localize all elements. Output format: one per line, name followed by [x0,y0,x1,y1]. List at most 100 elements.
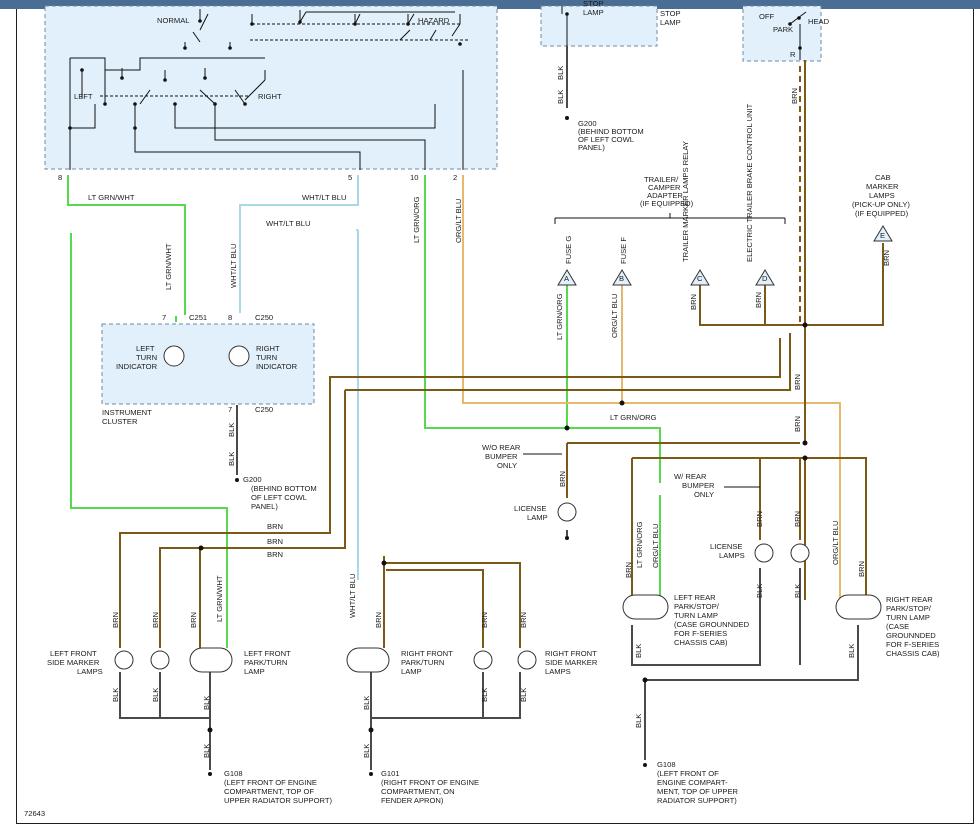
label-lfp-b: PARK/TURN [244,658,287,667]
label-cab-e: (IF EQUIPPED) [855,209,909,218]
label-trailer-b: CAMPER [648,183,681,192]
label-rr-b: PARK/STOP/ [886,604,932,613]
vlabel-brn-rfs1: BRN [480,612,489,628]
vlabel-whtltblu: WHT/LT BLU [229,244,238,288]
brn-trailer-wires [699,60,884,443]
label-right: RIGHT [258,92,282,101]
label-brn-2: BRN [267,537,283,546]
label-lics-a: LICENSE [710,542,743,551]
vlabel-brn-lr: BRN [624,562,633,578]
label-wo-c: ONLY [497,461,517,470]
vlabel-fuse-f: FUSE F [619,237,628,264]
vlabel-blk-lics2: BLK [793,584,802,598]
vlabel-brn-lic: BRN [558,471,567,487]
label-lfs-b: SIDE MARKER [47,658,100,667]
lamp-symbols [114,345,882,673]
label-brn-1: BRN [267,522,283,531]
label-rfp-a: RIGHT FRONT [401,649,453,658]
vlabel-ltgrnwht-lfp: LT GRN/WHT [215,575,224,622]
vlabel-brn-lics1: BRN [755,511,764,527]
label-rr-c: TURN LAMP [886,613,930,622]
diagram-frame [16,9,974,824]
pointer-arrows [523,453,760,488]
label-g200b-a: G200 [243,475,262,484]
label-conn-b: B [619,274,624,283]
label-conn-d: D [762,274,768,283]
label-g108-b: (LEFT FRONT OF ENGINE [224,778,317,787]
label-g101-c: COMPARTMENT, ON [381,787,455,796]
vlabel-brn-rfp: BRN [374,612,383,628]
label-lti-c: INDICATOR [116,362,158,371]
ground-symbols [208,116,647,776]
headlamp-switch-box [742,5,822,62]
label-pin8: 8 [58,173,62,182]
vertical-labels: LT GRN/WHT WHT/LT BLU LT GRN/ORG ORG/LT … [111,66,891,758]
label-lic-a: LICENSE [514,504,547,513]
label-rr-d: (CASE [886,622,909,631]
label-g101-d: FENDER APRON) [381,796,444,805]
label-ic-a: INSTRUMENT [102,408,152,417]
vlabel-blk-lics1: BLK [755,584,764,598]
label-lics-b: LAMPS [719,551,745,560]
label-left: LEFT [74,92,93,101]
label-lr-d: (CASE GROUNNDED [674,620,750,629]
vlabel-blk-ic1: BLK [227,423,236,437]
label-lti-a: LEFT [136,344,155,353]
vlabel-brn-rfs2: BRN [519,612,528,628]
window-title-bar [0,0,980,9]
vlabel-blk-rf3: BLK [480,688,489,702]
label-g200-c: OF LEFT COWL [578,135,634,144]
label-rr-f: FOR F-SERIES [886,640,939,649]
blk-ground-wires [119,46,859,770]
stop-head-switch-contacts [561,6,807,60]
junction-dots [198,322,808,733]
label-g101-a: G101 [381,769,400,778]
label-r: R [790,50,796,59]
vlabel-orgltblu-b: ORG/LT BLU [610,294,619,338]
vlabel-brn-mid1: BRN [793,374,802,390]
vlabel-blk-rr: BLK [847,644,856,658]
vlabel-blk-lf4: BLK [202,744,211,758]
label-lr-b: PARK/STOP/ [674,602,720,611]
label-lr-f: CHASSIS CAB) [674,638,728,647]
instrument-cluster-box [101,323,315,405]
label-g101-b: (RIGHT FRONT OF ENGINE [381,778,479,787]
switch-dots [68,12,802,130]
label-w-c: ONLY [694,490,714,499]
label-g200b-c: OF LEFT COWL [251,493,307,502]
label-lti-b: TURN [136,353,157,362]
label-ltgrnwht: LT GRN/WHT [88,193,135,202]
vlabel-brn-top: BRN [790,88,799,104]
label-lr-e: FOR F-SERIES [674,629,727,638]
label-rti-b: TURN [256,353,277,362]
vlabel-fuse-g: FUSE G [564,236,573,264]
label-pin5: 5 [348,173,352,182]
label-cab-c: LAMPS [869,191,895,200]
label-rfp-b: PARK/TURN [401,658,444,667]
vlabel-brn-lfp: BRN [189,612,198,628]
label-lic-b: LAMP [527,513,548,522]
connector-triangles [557,225,893,286]
vlabel-orgltblu: ORG/LT BLU [454,199,463,243]
label-g200b-b: (BEHIND BOTTOM [251,484,317,493]
vlabel-brake: ELECTRIC TRAILER BRAKE CONTROL UNIT [745,103,754,262]
vlabel-whtltblu-rfp: WHT/LT BLU [348,574,357,618]
vlabel-brn-mid2: BRN [793,416,802,432]
vlabel-blk-lf2: BLK [151,688,160,702]
org-ltblu-wires [462,175,841,600]
label-c250b: C250 [255,405,273,414]
vlabel-brn-lfs2: BRN [151,612,160,628]
label-lfp-a: LEFT FRONT [244,649,291,658]
label-g108-d: UPPER RADIATOR SUPPORT) [224,796,332,805]
label-rr-g: CHASSIS CAB) [886,649,940,658]
label-g108r-b: (LEFT FRONT OF [657,769,719,778]
label-park: PARK [773,25,793,34]
label-pin7b: 7 [228,405,232,414]
label-rfs-c: LAMPS [545,667,571,676]
label-brn-3: BRN [267,550,283,559]
label-rti-a: RIGHT [256,344,280,353]
label-stop-c: STOP [660,9,681,18]
label-stop-d: LAMP [660,18,681,27]
label-w-b: BUMPER [682,481,715,490]
